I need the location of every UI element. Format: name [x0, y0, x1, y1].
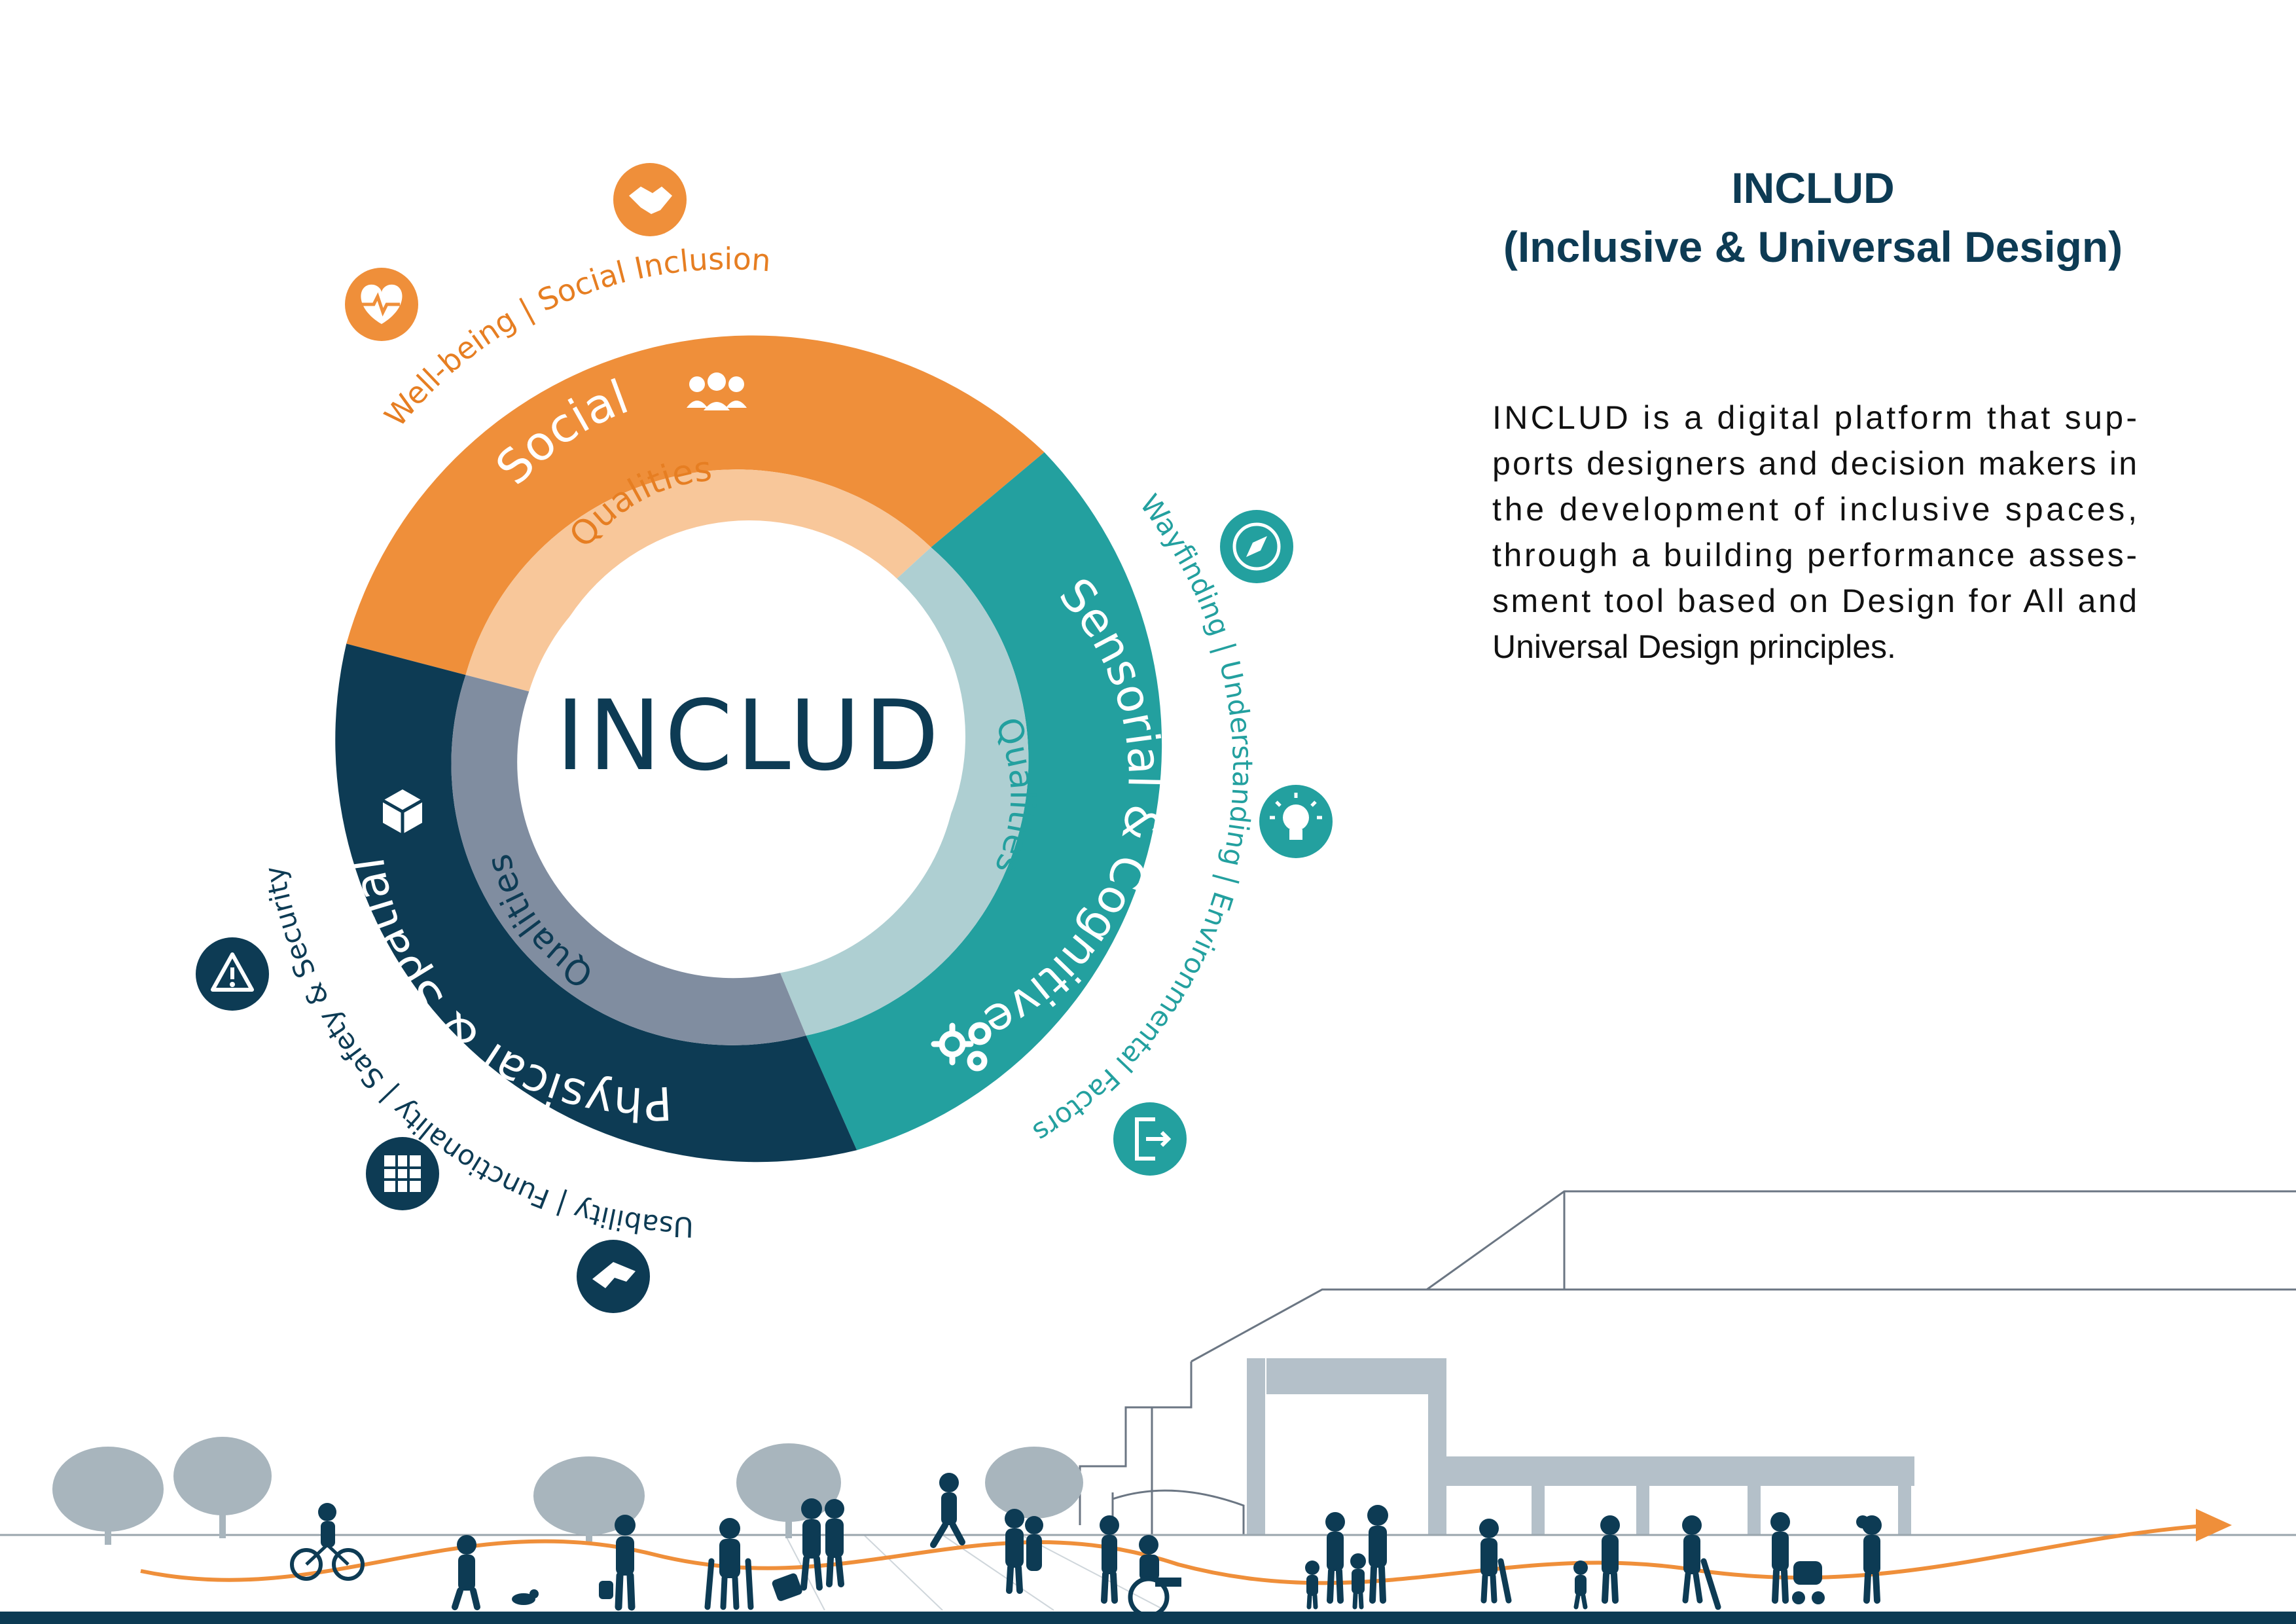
- heart-rate-icon[interactable]: [345, 268, 418, 341]
- person-silhouette: [1770, 1512, 1825, 1604]
- person-silhouette: [1479, 1519, 1512, 1604]
- person-silhouette: [825, 1499, 844, 1587]
- wheel-center-label: INCLUD: [556, 679, 942, 792]
- person-silhouette: [1305, 1561, 1319, 1610]
- person-silhouette: [930, 1473, 965, 1548]
- street-scene: [0, 1190, 2296, 1624]
- description-line: through a building performance asses-: [1492, 537, 2137, 573]
- includ-wheel: INCLUD Social Sensorial & Cognitive Phys…: [259, 241, 1259, 1243]
- lightbulb-icon[interactable]: [1259, 785, 1333, 858]
- people-silhouettes: [290, 1473, 1882, 1618]
- gears-icon: [931, 1022, 992, 1072]
- tree-icon: [52, 1437, 1083, 1545]
- person-silhouette: [772, 1498, 823, 1601]
- physical-segment[interactable]: [335, 643, 857, 1163]
- building-column: [1428, 1394, 1446, 1535]
- person-silhouette: [599, 1515, 636, 1611]
- person-silhouette: [704, 1518, 754, 1610]
- exit-door-icon[interactable]: [1113, 1102, 1187, 1176]
- person-silhouette: [512, 1589, 539, 1605]
- description-line: ports designers and decision makers in: [1492, 445, 2137, 482]
- physical-inner-ring: [451, 675, 806, 1045]
- building-column: [1636, 1486, 1649, 1535]
- person-silhouette: [290, 1503, 365, 1581]
- person-silhouette: [1600, 1515, 1620, 1604]
- hand-icon[interactable]: [577, 1240, 650, 1313]
- page-title: INCLUD: [1731, 164, 1894, 212]
- person-silhouette: [1100, 1515, 1119, 1604]
- person-silhouette: [1350, 1553, 1366, 1610]
- person-silhouette: [1367, 1505, 1388, 1604]
- social-inner-ring: [465, 469, 931, 692]
- description-line: Universal Design principles.: [1492, 628, 1896, 665]
- building-canopy-upper: [1266, 1358, 1446, 1394]
- building-illustration: [1079, 1190, 2296, 1535]
- person-silhouette: [1005, 1509, 1043, 1594]
- building-canopy-lower: [1446, 1456, 1914, 1486]
- grid-icon[interactable]: [366, 1137, 439, 1210]
- people-group-icon: [687, 372, 747, 410]
- description-line: INCLUD is a digital platform that sup-: [1492, 399, 2137, 436]
- warning-icon[interactable]: [196, 937, 269, 1011]
- person-silhouette: [1856, 1515, 1882, 1604]
- handshake-icon[interactable]: [613, 163, 687, 236]
- building-column: [1247, 1358, 1265, 1535]
- building-column: [1532, 1486, 1545, 1535]
- path-arrowhead: [2196, 1509, 2232, 1542]
- description-line: the development of inclusive spaces,: [1492, 491, 2137, 528]
- sensorial-segment[interactable]: [806, 452, 1162, 1151]
- compass-icon[interactable]: [1220, 510, 1293, 583]
- person-silhouette: [452, 1535, 480, 1610]
- person-silhouette: [1573, 1561, 1588, 1610]
- sensorial-inner-ring: [780, 547, 1029, 1036]
- person-silhouette: [1682, 1515, 1721, 1610]
- person-silhouette: [1128, 1535, 1181, 1618]
- person-silhouette: [1325, 1512, 1345, 1604]
- ground-band: [0, 1612, 2296, 1624]
- building-column: [1748, 1486, 1761, 1535]
- description-paragraph: INCLUD is a digital platform that sup- p…: [1492, 399, 2137, 665]
- cube-icon: [382, 789, 423, 834]
- building-column: [1898, 1486, 1911, 1535]
- description-line: sment tool based on Design for All and: [1492, 583, 2137, 619]
- social-segment[interactable]: [346, 335, 1045, 676]
- page-subtitle: (Inclusive & Universal Design): [1503, 223, 2123, 271]
